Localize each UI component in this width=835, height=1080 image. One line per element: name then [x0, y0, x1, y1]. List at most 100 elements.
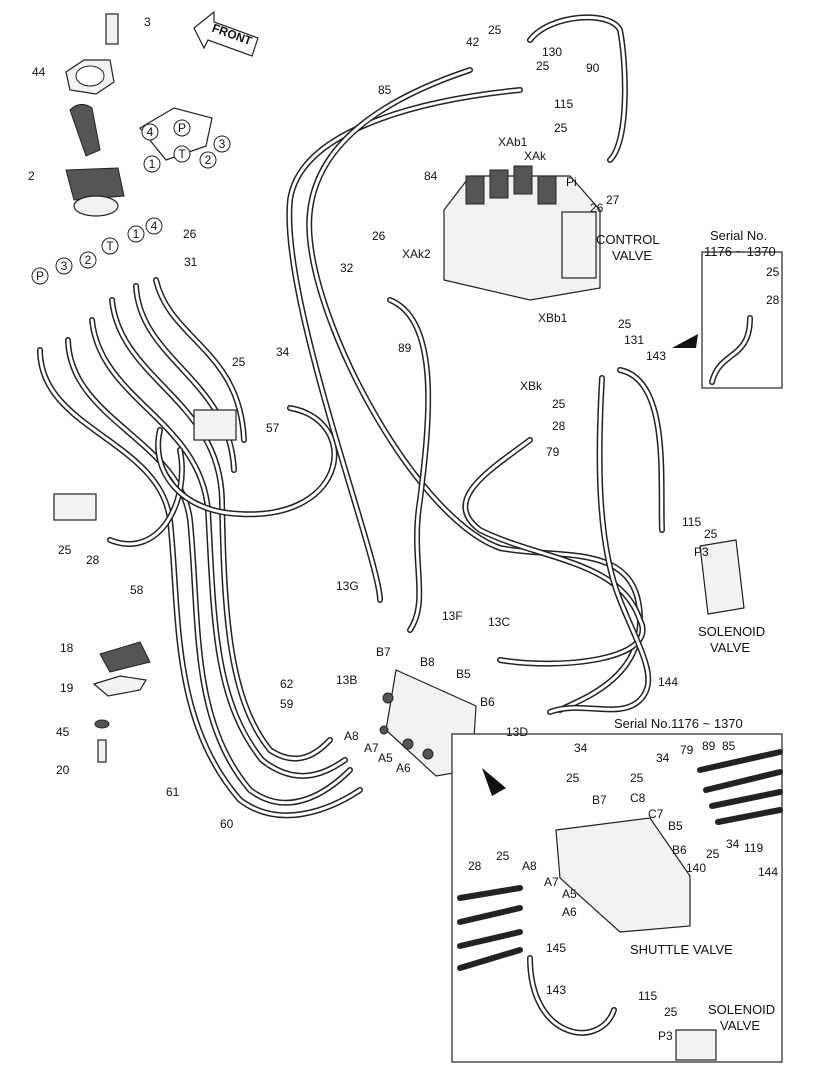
callout-l25b: 25 [58, 543, 72, 557]
callout-dB5: B5 [668, 819, 683, 833]
callout-l25c: 25 [488, 23, 502, 37]
callout-l115b: 115 [682, 515, 701, 529]
callout-lA5: A5 [378, 751, 393, 765]
joystick-assembly [65, 13, 213, 217]
callout-lXAk2: XAk2 [402, 247, 431, 261]
callout-lB7: B7 [376, 645, 391, 659]
callout-l13C: 13C [488, 615, 510, 629]
callout-d25d: 25 [496, 849, 510, 863]
callout-dB7: B7 [592, 793, 607, 807]
callout-l31: 31 [184, 255, 198, 269]
port-0-label: P [36, 269, 44, 283]
callout-l61: 61 [166, 785, 180, 799]
serial-box-line2: 1176 ~ 1370 [704, 244, 776, 259]
callout-l26a: 26 [183, 227, 197, 241]
callout-d144: 144 [758, 865, 778, 879]
serial-box: Serial No. 1176 ~ 1370 [672, 228, 783, 389]
callout-l42: 42 [466, 35, 480, 49]
callout-lPi: Pi [566, 175, 577, 189]
callout-lXAb1: XAb1 [498, 135, 528, 149]
callout-d28: 28 [468, 859, 482, 873]
solenoid-valve: SOLENOID VALVE [698, 539, 765, 655]
joystick-handle-icon [69, 104, 101, 157]
callout-l2: 2 [28, 169, 35, 183]
solenoid-block-icon [675, 1029, 717, 1061]
callout-d25a: 25 [566, 771, 580, 785]
pointer-arrow-icon [482, 768, 506, 796]
callout-d115: 115 [638, 989, 657, 1003]
pointer-arrow-icon [672, 334, 698, 348]
bolt-icon [97, 739, 107, 763]
control-valve: CONTROL VALVE [443, 165, 660, 301]
detail-title: Serial No.1176 ~ 1370 [614, 716, 743, 731]
callout-lB5: B5 [456, 667, 471, 681]
port-5-icon [145, 217, 163, 235]
port-0-icon [31, 267, 49, 285]
callout-l34a: 34 [276, 345, 290, 359]
callout-l18: 18 [60, 641, 74, 655]
callout-lA6: A6 [396, 761, 411, 775]
washer-icon [94, 719, 110, 729]
manifold-block-icon [53, 493, 97, 521]
clamp-icon [99, 641, 151, 673]
callout-l89: 89 [398, 341, 412, 355]
callout-lXAk: XAk [524, 149, 547, 163]
callout-l25g: 25 [766, 265, 780, 279]
joystick-boot-icon [65, 167, 125, 201]
callout-dC7: C7 [648, 807, 664, 821]
port-4-icon [127, 225, 145, 243]
callout-l19: 19 [60, 681, 74, 695]
callout-dB6: B6 [672, 843, 687, 857]
callout-l27: 27 [606, 193, 620, 207]
callout-l26c: 26 [372, 229, 386, 243]
bracket-parts [92, 641, 151, 763]
callout-l25d: 25 [536, 59, 550, 73]
callout-l59: 59 [280, 697, 294, 711]
callout-l79: 79 [546, 445, 560, 459]
callout-l85: 85 [378, 83, 392, 97]
plate-port-1-icon [173, 145, 191, 163]
callout-l28c: 28 [552, 419, 566, 433]
detail-solenoid-line2: VALVE [720, 1018, 760, 1033]
callout-lB8: B8 [420, 655, 435, 669]
callout-d34a: 34 [574, 741, 588, 755]
callout-l25a: 25 [232, 355, 246, 369]
callout-l13G: 13G [336, 579, 359, 593]
callout-l62: 62 [280, 677, 294, 691]
callout-lA8: A8 [344, 729, 359, 743]
detail-solenoid-line1: SOLENOID [708, 1002, 775, 1017]
front-arrow: FRONT [193, 10, 259, 57]
callout-d79: 79 [680, 743, 694, 757]
port-2-icon [79, 251, 97, 269]
callout-dA5: A5 [562, 887, 577, 901]
port-5-label: 4 [151, 219, 158, 233]
callout-l144a: 144 [658, 675, 678, 689]
control-valve-label-line1: CONTROL [596, 232, 660, 247]
callout-dA8: A8 [522, 859, 537, 873]
plate-port-4-icon [141, 123, 159, 141]
callout-l84: 84 [424, 169, 438, 183]
port-3-icon [101, 237, 119, 255]
shuttle-valve-label: SHUTTLE VALVE [630, 942, 733, 957]
callout-d85: 85 [722, 739, 736, 753]
plate-port-3-icon [213, 135, 231, 153]
port-3-label: T [106, 239, 114, 253]
plate-port-3-label: 3 [219, 137, 226, 151]
callout-lB6: B6 [480, 695, 495, 709]
solenoid-label-line2: VALVE [710, 640, 750, 655]
callout-l143a: 143 [646, 349, 666, 363]
callout-l130: 130 [542, 45, 562, 59]
control-valve-label-line2: VALVE [612, 248, 652, 263]
callout-dA7: A7 [544, 875, 559, 889]
callout-lA7: A7 [364, 741, 379, 755]
serial-box-line1: Serial No. [710, 228, 767, 243]
port-1-label: 3 [61, 259, 68, 273]
callout-dP3: P3 [658, 1029, 673, 1043]
shuttle-valve-icon [555, 817, 691, 933]
plate-port-2-label: 2 [205, 153, 212, 167]
callout-l115a: 115 [554, 97, 573, 111]
plate-port-4-label: 4 [147, 125, 154, 139]
callout-l57: 57 [266, 421, 280, 435]
callout-d143: 143 [546, 983, 566, 997]
